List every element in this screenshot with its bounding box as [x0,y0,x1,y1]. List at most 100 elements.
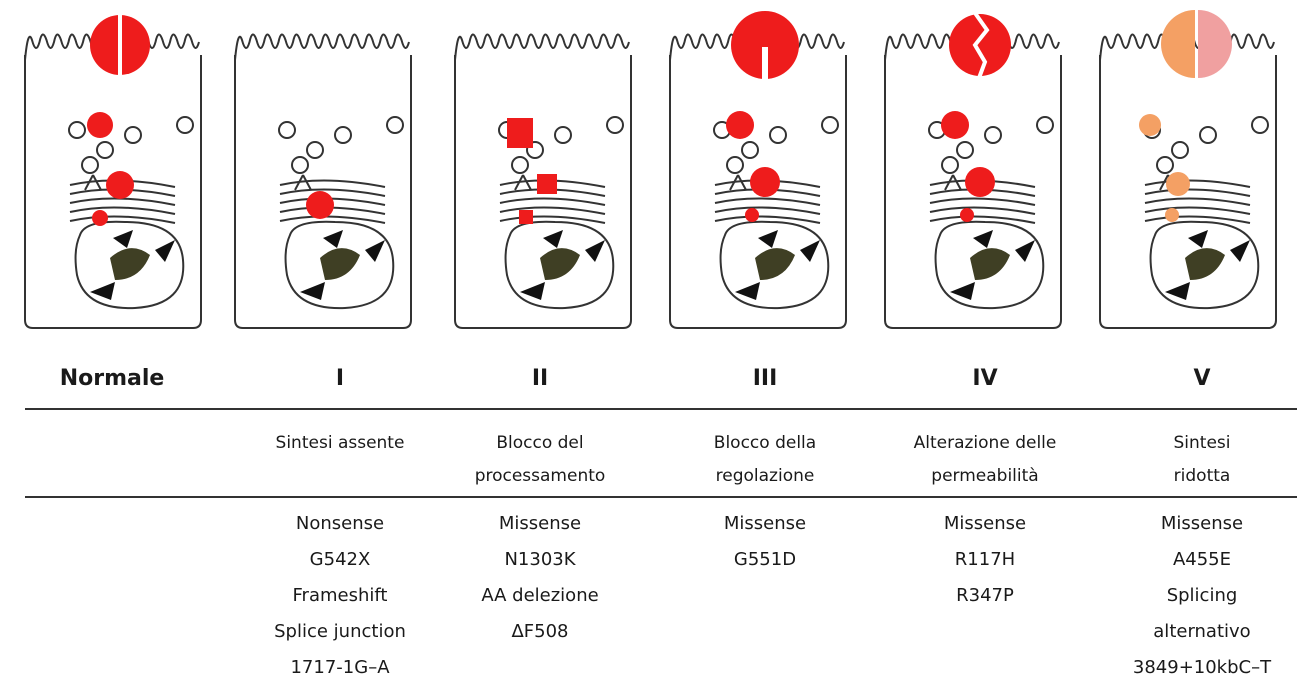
vesicle [387,117,403,133]
golgi-cisterna [1145,207,1250,214]
mutations-class-v: Missense A455E Splicing alternativo 3849… [1107,506,1297,686]
protein-marker [745,208,759,222]
mechanism-line: permeabilità [895,460,1075,493]
cftr-channel-half [1161,10,1195,78]
golgi-cisterna [715,198,820,205]
golgi-cisterna [930,207,1035,214]
mutations-class-i: Nonsense G542X Frameshift Splice junctio… [245,506,435,686]
mutation-line: AA delezione [445,578,635,614]
vesicle [1172,142,1188,158]
vesicle [82,157,98,173]
vesicle [727,157,743,173]
vesicle [279,122,295,138]
mutation-line: Missense [445,506,635,542]
golgi-cisterna [1145,180,1250,187]
mechanism-class-iv: Alterazione delle permeabilità [895,427,1075,493]
cell-panels [0,0,1297,340]
golgi-cisterna [1145,189,1250,196]
vesicle [335,127,351,143]
mutation-line: Splice junction [245,614,435,650]
cell-class-ii [455,34,631,328]
vesicle [1252,117,1268,133]
protein-marker [507,118,533,148]
header-class-iii: III [735,366,795,391]
protein-marker [537,174,557,194]
vesicle [742,142,758,158]
mutation-line: Nonsense [245,506,435,542]
protein-marker [1165,208,1179,222]
mechanism-class-iii: Blocco della regolazione [675,427,855,493]
mutation-line: Missense [1107,506,1297,542]
header-class-iv: IV [955,366,1015,391]
header-class-ii: II [510,366,570,391]
header-class-i: I [310,366,370,391]
mutations-class-ii: Missense N1303K AA delezione ΔF508 [445,506,635,650]
cftr-channel-half [1198,10,1232,78]
microvilli [455,34,629,60]
vesicle [307,142,323,158]
mutation-line: ΔF508 [445,614,635,650]
golgi-cisterna [500,207,605,214]
vesicle [69,122,85,138]
header-rule [25,408,1297,410]
protein-marker [87,112,113,138]
mutation-line: alternativo [1107,614,1297,650]
mechanism-rule [25,496,1297,498]
vesicle [942,157,958,173]
mutation-line: A455E [1107,542,1297,578]
channel-pore [118,14,122,76]
cell-class-i [235,34,411,328]
channel-gate [762,47,768,81]
mutations-class-iv: Missense R117H R347P [890,506,1080,614]
mechanism-line: processamento [450,460,630,493]
protein-marker [960,208,974,222]
mutation-line: Frameshift [245,578,435,614]
mechanism-class-ii: Blocco del processamento [450,427,630,493]
protein-marker [106,171,134,199]
vesicle [125,127,141,143]
mechanism-line: regolazione [675,460,855,493]
mutation-line: 3849+10kbC–T [1107,650,1297,686]
vesicle [97,142,113,158]
vesicle [607,117,623,133]
mechanism-line: Blocco del [450,427,630,460]
protein-marker [1139,114,1161,136]
vesicle [822,117,838,133]
mechanism-line: ridotta [1112,460,1292,493]
mechanism-class-i: Sintesi assente [250,427,430,460]
protein-marker [750,167,780,197]
protein-marker [965,167,995,197]
header-class-v: V [1172,366,1232,391]
microvilli [235,34,409,60]
mutation-line: Missense [670,506,860,542]
mutation-line: Splicing [1107,578,1297,614]
mutation-line: G542X [245,542,435,578]
cell-class-v [1100,10,1276,328]
cell-normale [25,14,201,328]
vesicle [985,127,1001,143]
vesicle [555,127,571,143]
mutation-line: N1303K [445,542,635,578]
mechanism-class-v: Sintesi ridotta [1112,427,1292,493]
vesicle [177,117,193,133]
vesicle [512,157,528,173]
protein-marker [726,111,754,139]
mutation-line: 1717-1G–A [245,650,435,686]
mutation-line: R117H [890,542,1080,578]
golgi-cisterna [1145,198,1250,205]
protein-marker [306,191,334,219]
golgi-cisterna [715,207,820,214]
cell-class-iv [885,13,1061,328]
golgi-cisterna [280,189,385,196]
mutations-class-iii: Missense G551D [670,506,860,578]
mechanism-line: Blocco della [675,427,855,460]
header-normale: Normale [42,366,182,391]
vesicle [1157,157,1173,173]
mechanism-line: Alterazione delle [895,427,1075,460]
golgi-cisterna [930,198,1035,205]
vesicle [1200,127,1216,143]
mutation-line: Missense [890,506,1080,542]
vesicle [770,127,786,143]
protein-marker [941,111,969,139]
vesicle [1037,117,1053,133]
